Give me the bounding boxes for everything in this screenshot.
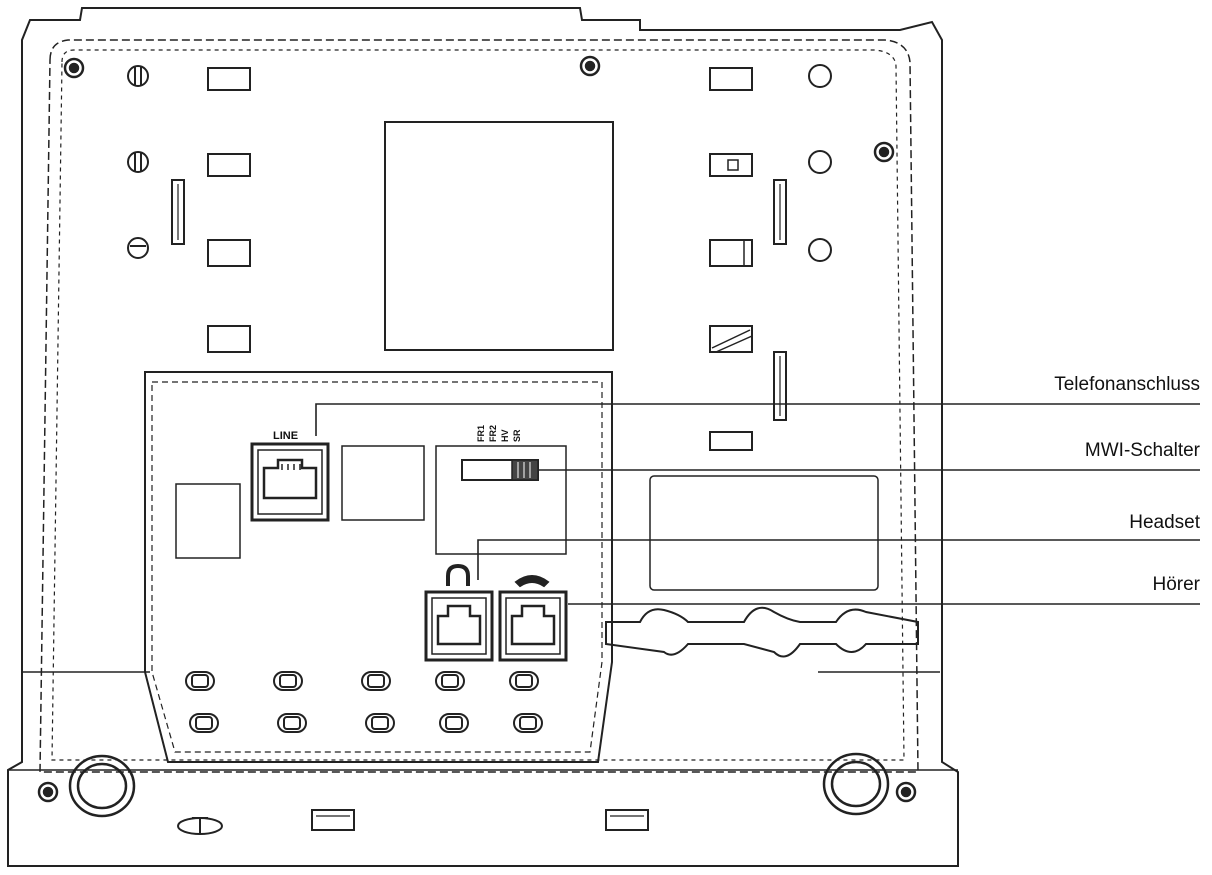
switch-position-fr1: FR1 [476, 425, 486, 442]
switch-position-fr2: FR2 [488, 425, 498, 442]
headset-port[interactable] [424, 563, 494, 662]
callout-telefonanschluss: Telefonanschluss [1054, 374, 1200, 395]
cable-compartments [175, 445, 879, 591]
bottom-detail-icons [177, 809, 649, 835]
base-housing [7, 7, 959, 867]
line-port[interactable]: LINE [250, 430, 330, 522]
switch-position-sr: SR [512, 429, 522, 442]
callout-leader-lines [315, 403, 1200, 605]
cable-clip-icons [185, 671, 543, 733]
headset-icon [446, 563, 470, 586]
callout-hoerer: Hörer [1152, 574, 1200, 595]
callout-mwi-schalter: MWI-Schalter [1085, 440, 1201, 461]
mounting-hole-icons [127, 64, 832, 262]
switch-position-hv: HV [500, 429, 510, 442]
handset-port[interactable] [498, 575, 568, 662]
wall-mount-slots [171, 67, 787, 451]
callout-headset: Headset [1129, 512, 1200, 533]
screw-icons [37, 55, 917, 803]
handset-icon [514, 575, 550, 588]
rubber-foot-icons [68, 752, 890, 818]
cable-channel [605, 606, 919, 658]
line-port-label: LINE [273, 430, 298, 442]
mwi-switch[interactable]: FR1 FR2 HV SR [461, 425, 539, 481]
